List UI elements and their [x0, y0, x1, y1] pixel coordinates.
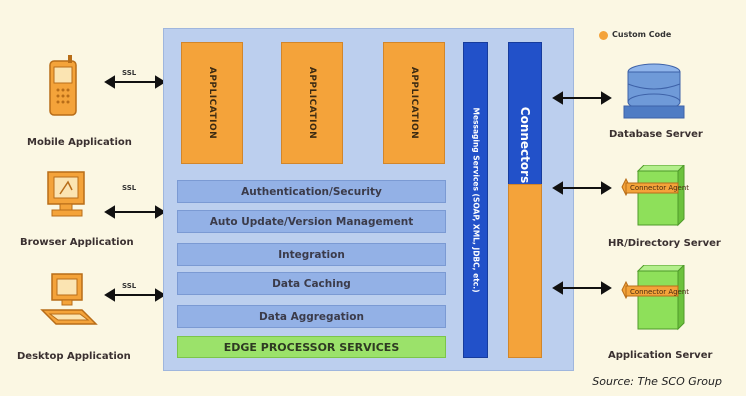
edge-processor-services: EDGE PROCESSOR SERVICES — [177, 336, 446, 358]
application-server-icon — [621, 265, 685, 331]
server-label-directory: HR/Directory Server — [608, 238, 721, 249]
connectors-custom-code — [508, 184, 542, 358]
left-connector-arrows — [104, 75, 166, 302]
browser-monitor-icon — [47, 171, 85, 217]
client-label-mobile: Mobile Application — [27, 137, 132, 148]
mobile-phone-icon — [49, 55, 77, 116]
messaging-services-bar: Messaging Services (SOAP, XML, JDBC, etc… — [463, 42, 488, 358]
connectors-label: Connectors — [518, 106, 532, 184]
agent-label-application: Connector Agent — [630, 288, 690, 296]
desktop-computer-icon — [40, 273, 98, 325]
right-connector-arrows — [552, 91, 612, 295]
ssl-label-desktop: SSL — [122, 282, 137, 290]
service-data-aggregation: Data Aggregation — [177, 305, 446, 328]
database-server-icon — [623, 63, 685, 119]
application-label: APPLICATION — [207, 66, 217, 140]
directory-server-icon — [621, 165, 685, 227]
legend-swatch — [599, 31, 608, 40]
client-label-desktop: Desktop Application — [17, 351, 131, 362]
application-box-1: APPLICATION — [181, 42, 243, 164]
application-box-3: APPLICATION — [383, 42, 445, 164]
service-integration: Integration — [177, 243, 446, 266]
ssl-label-mobile: SSL — [122, 69, 137, 77]
server-label-application: Application Server — [608, 350, 713, 361]
server-label-database: Database Server — [609, 129, 703, 140]
source-caption: Source: The SCO Group — [592, 375, 722, 388]
ssl-label-browser: SSL — [122, 184, 137, 192]
legend-label: Custom Code — [612, 30, 672, 39]
service-auto-update: Auto Update/Version Management — [177, 210, 446, 233]
service-authentication: Authentication/Security — [177, 180, 446, 203]
service-data-caching: Data Caching — [177, 272, 446, 295]
messaging-services-label: Messaging Services (SOAP, XML, JDBC, etc… — [471, 107, 480, 293]
client-label-browser: Browser Application — [20, 237, 134, 248]
application-label: APPLICATION — [307, 66, 317, 140]
agent-label-directory: Connector Agent — [630, 184, 690, 192]
application-label: APPLICATION — [409, 66, 419, 140]
application-box-2: APPLICATION — [281, 42, 343, 164]
